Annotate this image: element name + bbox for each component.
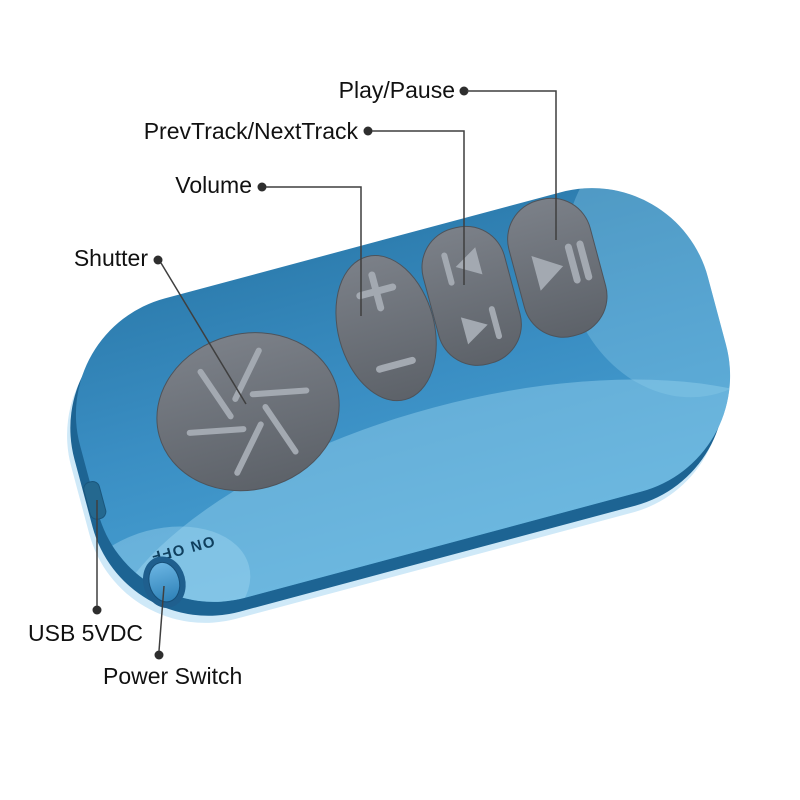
callout-dot-shutter	[153, 255, 163, 265]
label-prev-next: PrevTrack/NextTrack	[144, 118, 359, 144]
next-track-icon	[460, 306, 503, 345]
volume-minus-icon	[376, 356, 416, 373]
aperture-icon	[186, 347, 310, 476]
prev-track-icon	[441, 247, 483, 286]
callout-dot-volume	[257, 182, 267, 192]
label-power-switch: Power Switch	[103, 663, 242, 689]
label-shutter: Shutter	[74, 245, 148, 271]
prev-next-track-button	[421, 225, 522, 366]
callout-dot-usb	[92, 605, 102, 615]
leader-line-shutter	[160, 262, 247, 405]
callout-dot-power-switch	[154, 650, 164, 660]
label-volume: Volume	[175, 172, 252, 198]
remote-device: ON OFF	[67, 161, 758, 629]
callout-dot-prev-next	[363, 126, 373, 136]
shutter-button	[156, 332, 340, 492]
play-pause-icon	[531, 240, 593, 291]
label-play-pause: Play/Pause	[339, 77, 455, 103]
leader-line-play-pause	[467, 90, 557, 240]
power-switch	[148, 561, 181, 603]
leader-line-volume	[266, 186, 362, 316]
usb-port	[83, 481, 107, 520]
callout-dot-play-pause	[459, 86, 469, 96]
label-usb: USB 5VDC	[28, 620, 143, 646]
play-pause-button	[507, 197, 608, 338]
leader-line-power-switch	[158, 585, 165, 652]
leader-line-prev-next	[372, 130, 465, 285]
volume-plus-icon	[356, 271, 397, 312]
